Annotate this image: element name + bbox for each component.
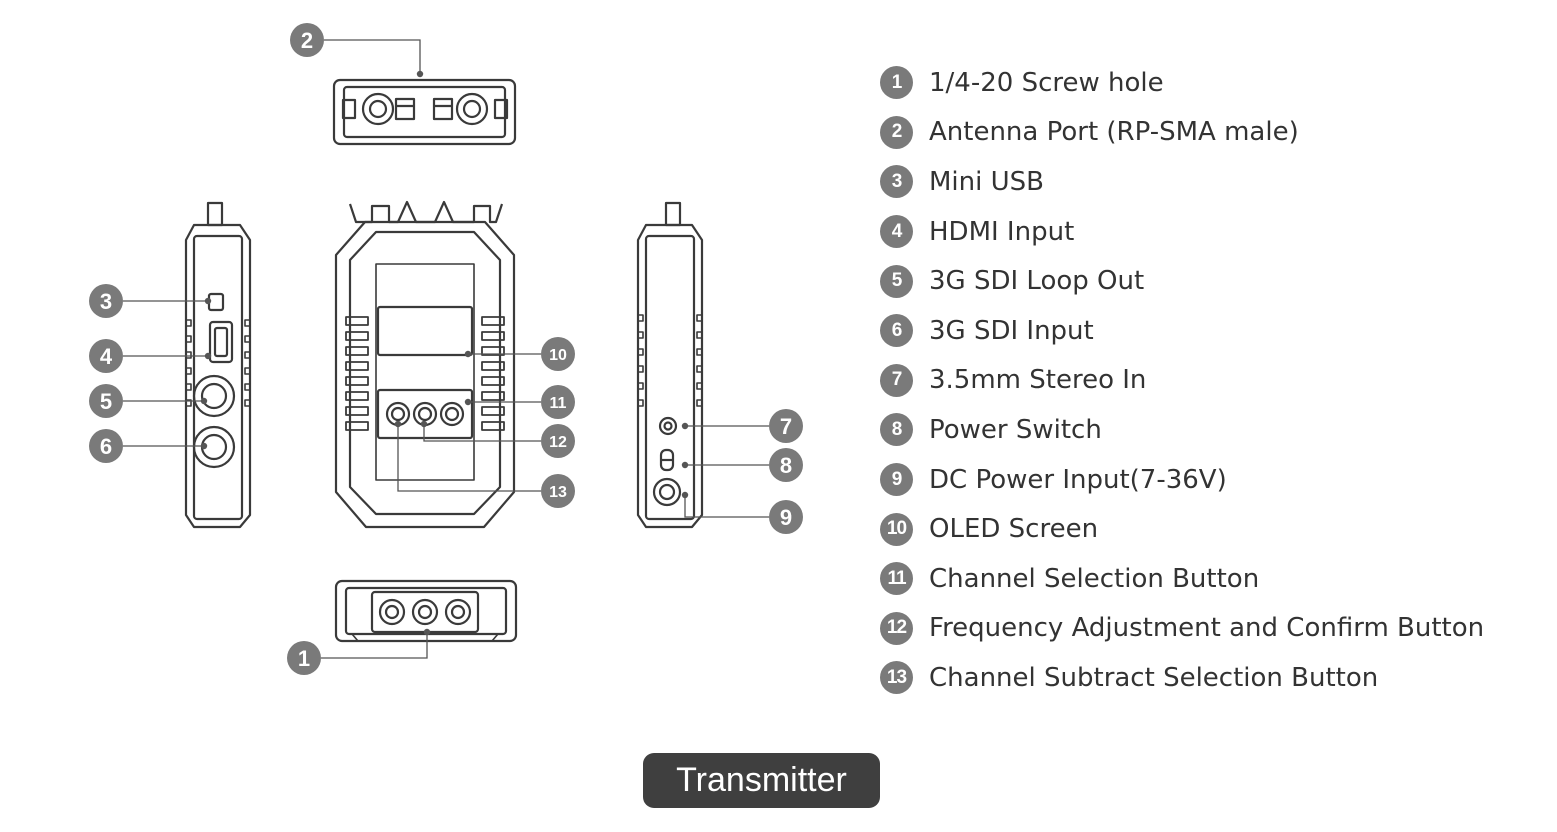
- svg-text:3: 3: [100, 289, 112, 314]
- svg-text:1: 1: [298, 646, 310, 671]
- legend-badge: 12: [880, 611, 913, 645]
- svg-text:9: 9: [780, 505, 792, 530]
- svg-text:7: 7: [780, 414, 792, 439]
- caption-text: Transmitter: [676, 761, 847, 799]
- callout-3: 3: [89, 284, 123, 318]
- legend-item: 10 OLED Screen: [880, 504, 1484, 554]
- svg-text:8: 8: [780, 453, 792, 478]
- legend-label: Channel Selection Button: [929, 563, 1260, 594]
- front-view: [334, 200, 516, 529]
- callout-7: 7: [769, 409, 803, 443]
- svg-text:11: 11: [550, 395, 567, 412]
- legend-badge: 3: [880, 165, 913, 199]
- legend-item: 11 Channel Selection Button: [880, 554, 1484, 604]
- legend-item: 9 DC Power Input(7-36V): [880, 455, 1484, 505]
- legend-badge: 9: [880, 463, 913, 497]
- svg-text:13: 13: [549, 484, 567, 501]
- callout-10: 10: [541, 337, 575, 371]
- legend-label: 3G SDI Input: [929, 315, 1094, 346]
- legend-badge: 6: [880, 314, 913, 348]
- svg-text:6: 6: [100, 434, 112, 459]
- callout-6: 6: [89, 429, 123, 463]
- legend-badge: 11: [880, 562, 913, 596]
- legend: 1 1/4-20 Screw hole 2 Antenna Port (RP-SMA…: [880, 58, 1484, 703]
- svg-text:5: 5: [100, 389, 112, 414]
- callout-13: 13: [541, 474, 575, 508]
- callout-5: 5: [89, 384, 123, 418]
- legend-badge: 2: [880, 115, 913, 149]
- callout-11: 11: [541, 385, 575, 419]
- legend-label: DC Power Input(7-36V): [929, 464, 1227, 495]
- legend-item: 7 3.5mm Stereo In: [880, 356, 1484, 406]
- caption-box: Transmitter: [643, 753, 880, 808]
- legend-label: 3.5mm Stereo In: [929, 365, 1147, 396]
- right-side-view: [636, 201, 704, 529]
- top-view: [332, 78, 517, 146]
- legend-label: OLED Screen: [929, 514, 1099, 545]
- legend-item: 3 Mini USB: [880, 157, 1484, 207]
- legend-item: 1 1/4-20 Screw hole: [880, 58, 1484, 108]
- legend-label: 3G SDI Loop Out: [929, 266, 1145, 297]
- legend-badge: 1: [880, 66, 913, 100]
- legend-item: 13 Channel Subtract Selection Button: [880, 653, 1484, 703]
- legend-label: Mini USB: [929, 166, 1044, 197]
- legend-badge: 8: [880, 413, 913, 447]
- legend-badge: 5: [880, 264, 913, 298]
- svg-text:10: 10: [549, 347, 567, 364]
- callout-12: 12: [541, 424, 575, 458]
- legend-label: Power Switch: [929, 414, 1102, 445]
- bottom-view: [334, 579, 518, 643]
- legend-item: 8 Power Switch: [880, 405, 1484, 455]
- legend-badge: 10: [880, 512, 913, 546]
- legend-label: Channel Subtract Selection Button: [929, 662, 1379, 693]
- callout-2: 2: [290, 23, 324, 57]
- legend-label: Frequency Adjustment and Confirm Button: [929, 613, 1485, 644]
- legend-badge: 13: [880, 661, 913, 695]
- legend-item: 2 Antenna Port (RP-SMA male): [880, 108, 1484, 158]
- legend-label: 1/4-20 Screw hole: [929, 67, 1164, 98]
- callout-9: 9: [769, 500, 803, 534]
- svg-text:12: 12: [549, 434, 567, 451]
- legend-badge: 7: [880, 363, 913, 397]
- legend-label: HDMI Input: [929, 216, 1075, 247]
- left-side-view: [184, 201, 252, 529]
- legend-item: 4 HDMI Input: [880, 207, 1484, 257]
- legend-item: 6 3G SDI Input: [880, 306, 1484, 356]
- callout-1: 1: [287, 641, 321, 675]
- legend-item: 5 3G SDI Loop Out: [880, 256, 1484, 306]
- legend-item: 12 Frequency Adjustment and Confirm Butto…: [880, 604, 1484, 654]
- callout-8: 8: [769, 448, 803, 482]
- legend-badge: 4: [880, 215, 913, 249]
- legend-label: Antenna Port (RP-SMA male): [929, 117, 1299, 148]
- svg-text:4: 4: [100, 344, 113, 369]
- svg-text:2: 2: [301, 28, 313, 53]
- callout-4: 4: [89, 339, 123, 373]
